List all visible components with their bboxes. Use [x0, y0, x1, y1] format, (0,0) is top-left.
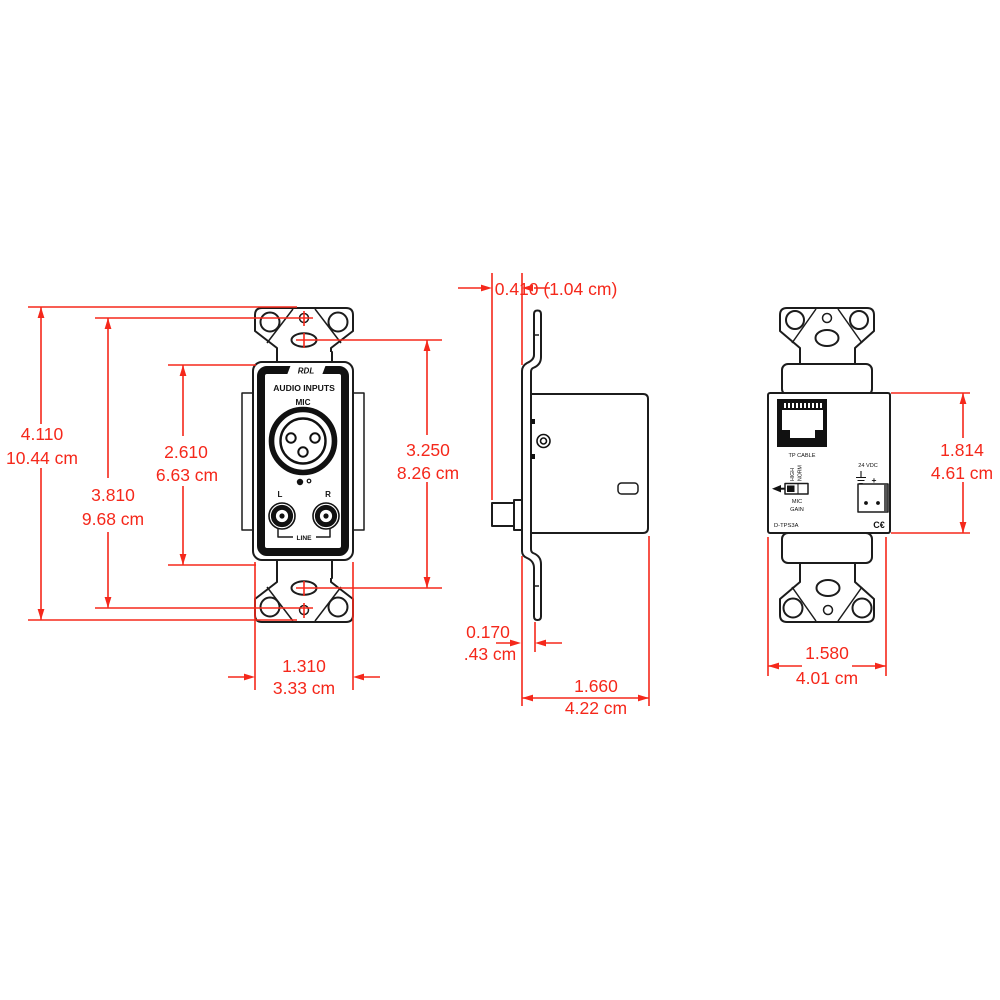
- gain-switch-icon: [784, 482, 809, 495]
- gain-label: GAIN: [790, 507, 804, 513]
- svg-text:0.410 (1.04 cm): 0.410 (1.04 cm): [495, 279, 618, 299]
- svg-text:4.110: 4.110: [21, 424, 64, 444]
- screw-icon: [536, 433, 551, 449]
- rj45-jack-icon: [777, 399, 827, 447]
- dim-overall-height: 4.110 10.44 cm: [6, 306, 297, 621]
- svg-text:6.63 cm: 6.63 cm: [156, 465, 218, 485]
- tp-cable-label: TP CABLE: [789, 453, 816, 459]
- ce-mark-icon: C€: [873, 520, 885, 530]
- vent-slot: [617, 482, 639, 495]
- svg-text:4.61 cm: 4.61 cm: [931, 463, 993, 483]
- mounting-ear-top: [779, 307, 875, 352]
- tab-bend-mark: [534, 334, 539, 587]
- svg-text:8.26 cm: 8.26 cm: [397, 463, 459, 483]
- line-bracket: [277, 529, 331, 538]
- svg-text:1.580: 1.580: [805, 643, 849, 663]
- rear-view: TP CABLE 24 VDC + HIGH NORM MIC GAIN D-T…: [767, 307, 891, 623]
- stud-mark: [531, 454, 535, 459]
- svg-text:1.310: 1.310: [282, 656, 326, 676]
- svg-text:9.68 cm: 9.68 cm: [82, 509, 144, 529]
- brand-patch: [287, 364, 326, 375]
- svg-text:1.814: 1.814: [940, 440, 984, 460]
- svg-text:4.22 cm: 4.22 cm: [565, 698, 627, 718]
- gain-norm-label: NORM: [798, 465, 804, 481]
- rca-jack-left-icon: [268, 502, 296, 530]
- plate-pad-top: [781, 363, 873, 396]
- mounting-ear-bottom: [779, 578, 875, 623]
- dimension-annotations: 4.110 10.44 cm 3.810 9.68 cm 2.610 6.63 …: [6, 273, 993, 718]
- front-view: RDL AUDIO INPUTS MIC L R: [241, 307, 365, 623]
- dim-enclosure-width: 1.580 4.01 cm: [767, 537, 887, 688]
- model-label: D-TPS3A: [774, 523, 799, 529]
- plus-terminal-label: +: [872, 475, 877, 485]
- rca-jack-right-icon: [312, 502, 340, 530]
- mount-hole: [259, 311, 281, 333]
- brand-logo: RDL: [298, 367, 315, 376]
- right-jack-label: R: [325, 490, 331, 499]
- terminal-block-icon: [857, 483, 889, 513]
- dim-enclosure-height: 1.814 4.61 cm: [891, 392, 993, 534]
- jack-bushing: [491, 499, 523, 531]
- svg-text:3.33 cm: 3.33 cm: [273, 678, 335, 698]
- side-tab-left: [241, 392, 254, 531]
- left-jack-label: L: [278, 490, 283, 499]
- dim-enclosure-depth: 1.660 4.22 cm: [522, 536, 650, 718]
- svg-text:3.810: 3.810: [91, 485, 135, 505]
- mount-slot: [815, 579, 841, 597]
- led-indicator-icon: [296, 478, 312, 486]
- power-label: 24 VDC: [858, 463, 878, 469]
- mount-slot: [814, 329, 840, 347]
- stud-mark: [531, 419, 535, 424]
- dim-slot-spacing: 3.250 8.26 cm: [296, 339, 459, 589]
- mount-hole: [851, 597, 873, 619]
- mount-hole: [785, 310, 805, 330]
- svg-text:0.170: 0.170: [466, 622, 510, 642]
- svg-text:2.610: 2.610: [164, 442, 208, 462]
- svg-text:10.44 cm: 10.44 cm: [6, 448, 78, 468]
- dim-jack-protrusion: 0.410 (1.04 cm): [458, 273, 617, 706]
- pilot-hole: [822, 604, 834, 616]
- enclosure-side: [530, 393, 649, 534]
- mount-hole: [849, 310, 869, 330]
- pilot-hole: [821, 312, 833, 324]
- xlr-connector-icon: [268, 406, 338, 476]
- mounting-strap: [276, 351, 333, 579]
- mounting-strap: [799, 351, 856, 579]
- dim-insert-height: 2.610 6.63 cm: [156, 364, 256, 566]
- svg-text:1.660: 1.660: [574, 676, 618, 696]
- mount-hole: [327, 311, 349, 333]
- side-tab-right: [352, 392, 365, 531]
- svg-text:.43 cm: .43 cm: [464, 644, 517, 664]
- mount-hole: [782, 597, 804, 619]
- ground-icon: [856, 471, 866, 485]
- side-view: [491, 309, 649, 621]
- switch-arrow-icon: [772, 485, 785, 493]
- svg-text:4.01 cm: 4.01 cm: [796, 668, 858, 688]
- dim-hole-spacing: 3.810 9.68 cm: [82, 317, 313, 609]
- plate-pad-bottom: [781, 532, 873, 564]
- dim-plate-thickness: 0.170 .43 cm: [464, 622, 562, 664]
- mount-hole: [327, 596, 349, 618]
- dim-insert-width: 1.310 3.33 cm: [228, 562, 380, 698]
- mic-label: MIC: [295, 398, 310, 407]
- mic-label: MIC: [792, 499, 802, 505]
- gain-high-label: HIGH: [790, 468, 796, 481]
- mount-hole: [259, 596, 281, 618]
- panel-title: AUDIO INPUTS: [273, 383, 335, 393]
- line-label: LINE: [296, 535, 312, 542]
- svg-text:3.250: 3.250: [406, 440, 450, 460]
- mounting-plate-profile: [521, 309, 542, 621]
